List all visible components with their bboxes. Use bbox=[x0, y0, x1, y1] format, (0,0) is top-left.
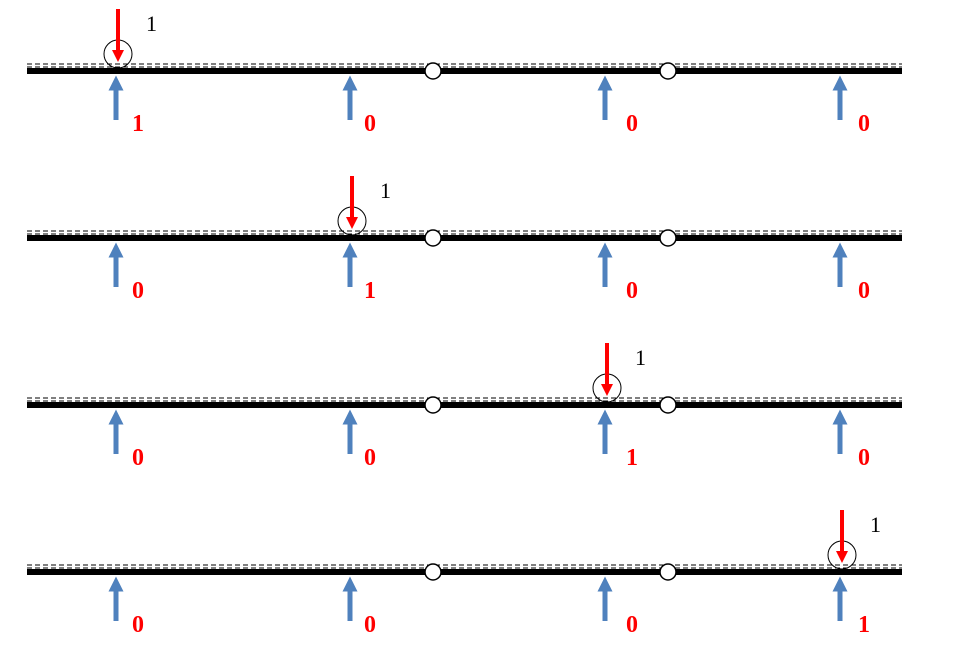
hinge-icon bbox=[424, 62, 442, 80]
reaction-label: 0 bbox=[858, 445, 870, 471]
hinge-icon bbox=[659, 62, 677, 80]
reaction-label: 1 bbox=[626, 445, 638, 471]
hinge-icon bbox=[659, 229, 677, 247]
reaction-label: 0 bbox=[626, 278, 638, 304]
hinge-icon bbox=[659, 396, 677, 414]
reaction-label: 1 bbox=[132, 111, 144, 137]
load-label: 1 bbox=[870, 512, 881, 537]
reaction-label: 0 bbox=[132, 612, 144, 638]
load-label: 1 bbox=[380, 178, 391, 203]
load-label: 1 bbox=[635, 345, 646, 370]
beam-case-2: 0 1 0 0 1 bbox=[27, 176, 902, 304]
reaction-label: 0 bbox=[626, 111, 638, 137]
load-label: 1 bbox=[146, 11, 157, 36]
hinge-icon bbox=[424, 396, 442, 414]
reaction-label: 1 bbox=[858, 612, 870, 638]
beam-case-4: 0 0 0 1 1 bbox=[27, 510, 902, 638]
reaction-label: 1 bbox=[364, 278, 376, 304]
beam-case-1: 1 0 0 0 1 bbox=[27, 9, 902, 137]
hinge-icon bbox=[424, 229, 442, 247]
reaction-label: 0 bbox=[858, 278, 870, 304]
reaction-label: 0 bbox=[132, 278, 144, 304]
hinge-icon bbox=[659, 563, 677, 581]
reaction-label: 0 bbox=[364, 612, 376, 638]
reaction-label: 0 bbox=[364, 445, 376, 471]
reaction-label: 0 bbox=[626, 612, 638, 638]
reaction-label: 0 bbox=[364, 111, 376, 137]
reaction-label: 0 bbox=[858, 111, 870, 137]
hinge-icon bbox=[424, 563, 442, 581]
beam-case-3: 0 0 1 0 1 bbox=[27, 343, 902, 471]
reaction-label: 0 bbox=[132, 445, 144, 471]
